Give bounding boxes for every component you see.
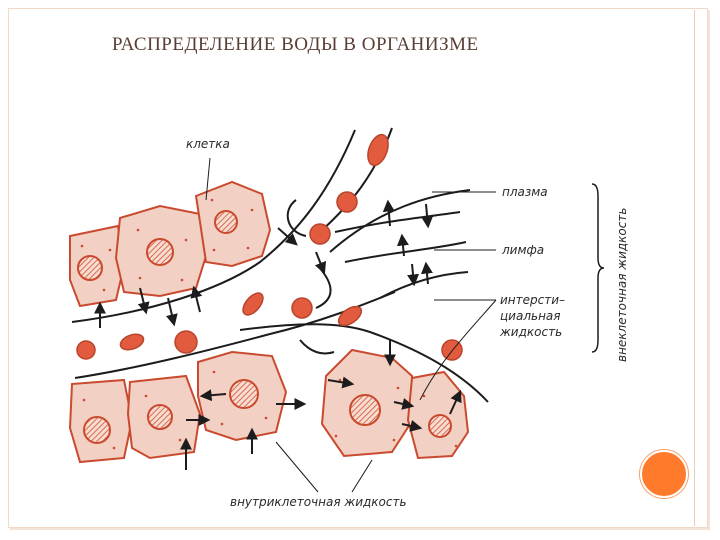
red-blood-cell-icon [291,297,313,319]
nucleus-icon [229,379,259,409]
arrow-icon [137,287,150,315]
arrow-icon [393,398,415,410]
label-extracellular: внеклеточная жидкость [615,208,629,362]
vessel-wall-loop3 [299,339,335,355]
vessel-wall-loop [286,199,307,237]
red-blood-cell-icon [367,133,389,167]
flow-arrows [94,199,462,470]
label-interstitial-1: интерсти– [500,293,565,307]
arrow-icon [190,285,203,313]
red-blood-cell-icon [174,330,198,354]
arrow-icon [199,389,227,402]
arrow-icon [314,251,327,275]
arrow-icon [327,376,355,389]
vessel-wall-lymph-c [379,271,469,299]
arrow-icon [401,420,423,432]
vessel-wall-lymph-b [344,241,467,263]
vessel-wall-loop2 [315,265,332,309]
red-blood-cell-icon [336,191,358,213]
arrow-icon [165,297,178,327]
nucleus-icon [77,255,103,281]
label-interstitial-2: циальная [500,309,560,323]
red-blood-cell-icon [337,305,363,327]
red-blood-cell-icon [242,292,264,316]
vessel-wall-lymph-a [334,211,461,233]
arrow-icon [382,199,395,227]
extracellular-brace [591,183,605,353]
arrow-icon [420,261,433,285]
label-cell: клетка [186,137,230,151]
decorative-orange-circle [640,450,688,498]
lower-cell-row [68,348,470,464]
nucleus-icon [147,404,173,430]
red-blood-cell-icon [119,333,145,351]
red-blood-cell-icon [76,340,96,360]
arrow-icon [396,233,409,257]
arrow-icon [421,203,434,229]
nucleus-icon [146,238,174,266]
vessel-wall-bottom [239,323,489,403]
arrow-icon [277,227,298,246]
upper-cell-row [69,180,272,308]
arrow-icon [449,389,462,415]
red-blood-cells [76,133,463,361]
slide-title: РАСПРЕДЕЛЕНИЕ ВОДЫ В ОРГАНИЗМЕ [112,34,479,55]
nucleus-icon [428,414,452,438]
slide-frame [8,8,708,528]
slide-border-line [694,10,695,526]
nucleus-icon [214,210,238,234]
nucleus-icon [83,416,111,444]
leader-lines [205,157,497,493]
arrow-icon [407,263,420,287]
red-blood-cell-icon [309,223,331,245]
cytoplasm-dots [80,198,458,450]
label-intracellular: внутриклеточная жидкость [230,495,407,509]
nucleus-icon [349,394,381,426]
label-lymph: лимфа [501,243,544,257]
label-plasma: плазма [502,185,548,199]
vessel-wall-top [71,129,356,323]
label-interstitial-3: жидкость [499,325,562,339]
